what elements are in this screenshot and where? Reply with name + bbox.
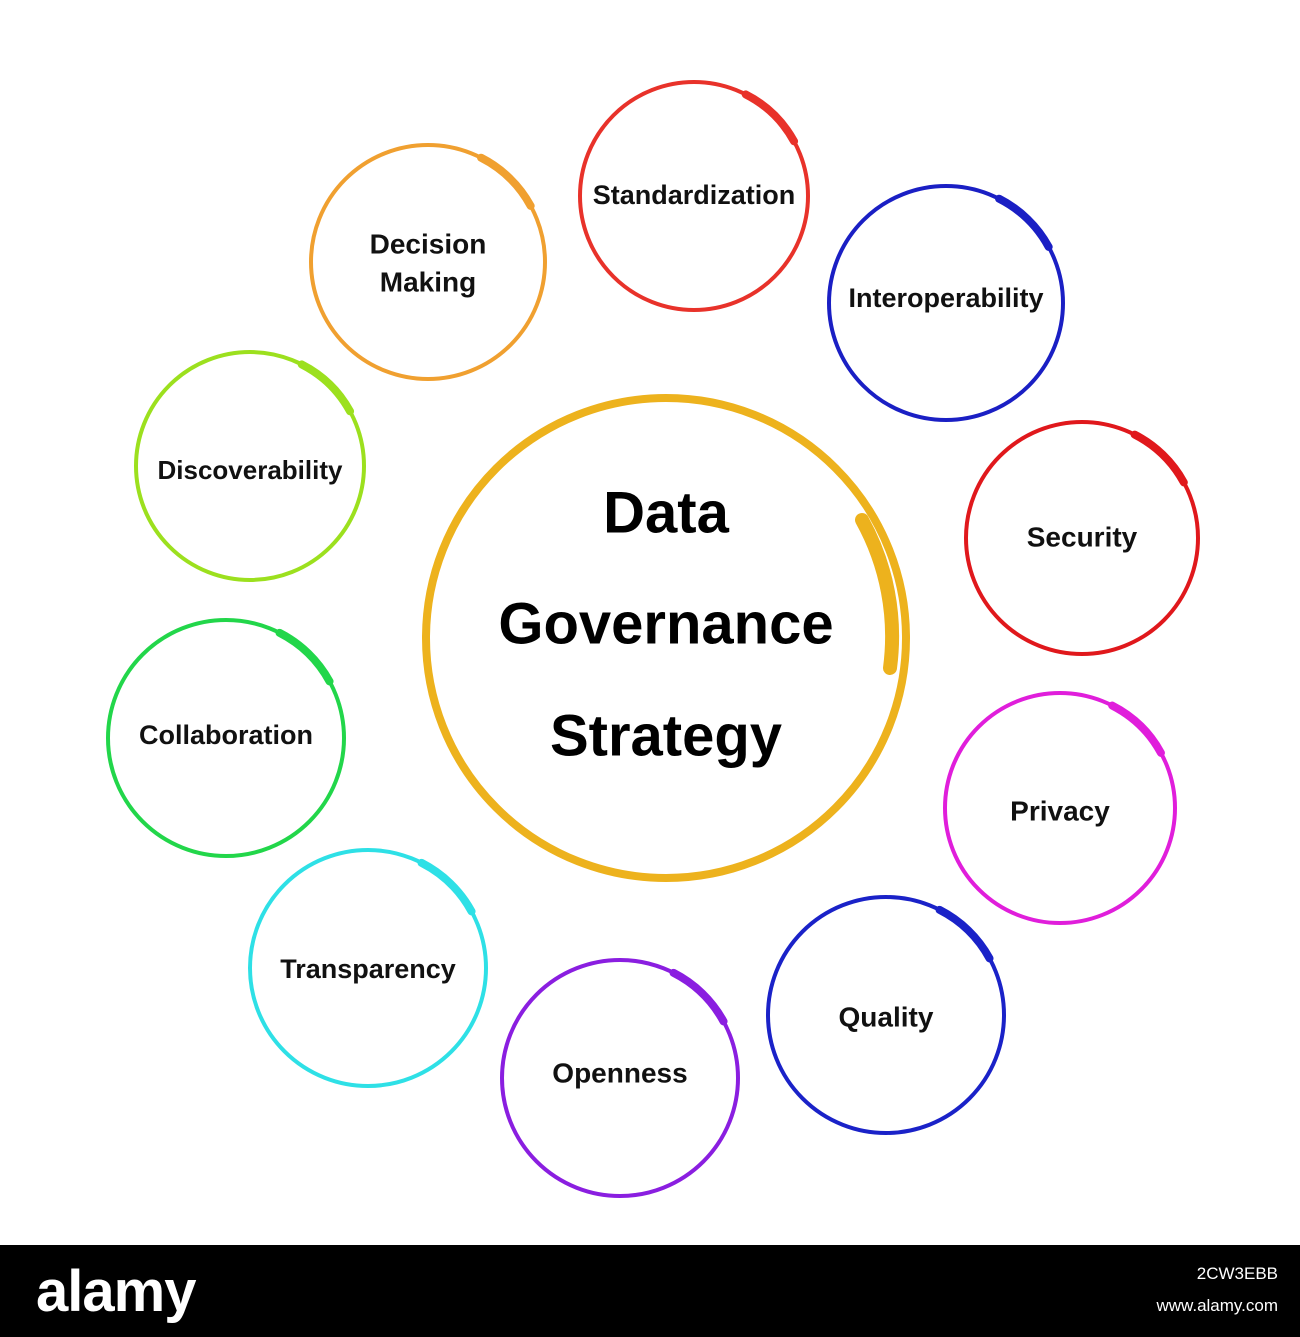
watermark-footer: alamy 2CW3EBB www.alamy.com [0, 1245, 1300, 1337]
node-label: Security [1027, 521, 1138, 552]
brand-logo: alamy [36, 1259, 196, 1324]
node-collaboration: Collaboration [106, 618, 346, 858]
node-discoverability: Discoverability [134, 350, 366, 582]
node-ring-accent [1108, 701, 1165, 757]
node-ring [578, 80, 810, 312]
node-label: Standardization [593, 180, 796, 210]
site-url: www.alamy.com [1156, 1296, 1278, 1315]
node-label: Transparency [280, 954, 456, 984]
node-security: Security [964, 420, 1200, 656]
center-title-line: Governance [498, 591, 833, 656]
node-ring [964, 420, 1200, 656]
node-quality: Quality [766, 895, 1006, 1135]
node-ring-accent [935, 905, 994, 963]
node-transparency: Transparency [248, 848, 488, 1088]
node-interoperability: Interoperability [827, 184, 1065, 422]
node-label: Quality [839, 1001, 934, 1032]
node-ring [943, 691, 1177, 925]
node-ring [106, 618, 346, 858]
node-ring-accent [275, 628, 334, 686]
node-ring [134, 350, 366, 582]
node-ring-accent [741, 90, 799, 146]
node-label: Collaboration [139, 720, 313, 750]
center-title-line: Data [603, 480, 729, 545]
node-ring-accent [669, 968, 728, 1026]
node-label: Interoperability [848, 283, 1043, 313]
node-label: Making [380, 266, 476, 297]
node-label: Privacy [1010, 795, 1110, 826]
center-title-line: Strategy [550, 703, 782, 768]
node-ring-accent [297, 360, 355, 416]
node-ring-accent [995, 194, 1053, 251]
image-id: 2CW3EBB [1196, 1264, 1278, 1283]
node-standardization: Standardization [578, 80, 810, 312]
node-circles: StandardizationInteroperabilitySecurityP… [106, 80, 1200, 1198]
node-privacy: Privacy [943, 691, 1177, 925]
node-openness: Openness [500, 958, 740, 1198]
center-ring-accent [855, 513, 900, 675]
node-ring-accent [417, 858, 476, 916]
node-label: Decision [370, 228, 487, 259]
node-ring [248, 848, 488, 1088]
node-ring [309, 143, 547, 381]
node-ring [500, 958, 740, 1198]
node-ring-accent [477, 153, 535, 210]
node-ring [766, 895, 1006, 1135]
node-ring-accent [1130, 430, 1188, 487]
node-label: Openness [552, 1057, 687, 1088]
center-ring [422, 394, 910, 882]
node-label: Discoverability [158, 455, 344, 485]
node-ring [827, 184, 1065, 422]
